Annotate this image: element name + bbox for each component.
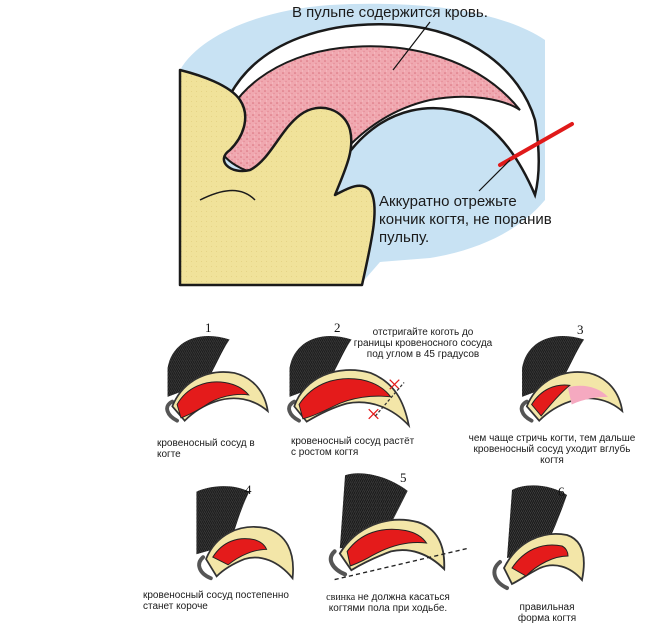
step-1-caption-line-2: когте [157, 449, 181, 460]
step-2-caption-line-1: кровеносный сосуд растёт [291, 436, 415, 447]
step-2-caption-line-2: с ростом когтя [291, 447, 359, 458]
step-3-caption-line-2: кровеносный сосуд уходит вглубь [473, 444, 631, 455]
toe-skin [178, 68, 376, 287]
step-6-claw-illustration [492, 485, 585, 590]
step-4-caption-line-1: кровеносный сосуд постепенно [143, 590, 289, 601]
step-5-caption: свинка не должна касаться когтями пола п… [318, 592, 458, 614]
toe-fold [199, 189, 256, 201]
floor-line [334, 547, 469, 581]
step-1-caption-line-1: кровеносный сосуд в [157, 438, 255, 449]
step-5-number: 5 [400, 470, 407, 485]
cut-markers [368, 379, 405, 420]
step-4-number: 4 [245, 482, 252, 497]
step-6-caption-line-1: правильная [519, 602, 575, 613]
step-6-number: 6 [558, 484, 565, 499]
step-3-caption-line-3: когтя [540, 455, 564, 466]
cut-line [498, 122, 574, 167]
step-2-claw-illustration [287, 335, 411, 429]
step-3-number: 3 [577, 322, 584, 337]
cut-instruction-line-1: Аккуратно отрежьте [379, 193, 517, 210]
step-6-caption-line-2: форма когтя [517, 613, 577, 624]
step-2-note-line-1: отстригайте коготь до [372, 327, 474, 338]
step-3-caption-line-1: чем чаще стричь когти, тем дальше [468, 433, 636, 444]
cut-instruction-line-3: пульпу. [379, 229, 430, 246]
step-5-caption-line-1: свинка не должна касаться [318, 592, 458, 603]
step-3-claw-illustration [519, 335, 624, 423]
step-4-claw-illustration [196, 486, 294, 581]
step-6-caption: правильная форма когтя [512, 602, 582, 624]
step-4-caption-line-2: станет короче [143, 601, 208, 612]
cut-instruction: Аккуратно отрежьте кончик когтя, не пора… [379, 193, 599, 247]
pulp-pointer-line [392, 21, 431, 71]
step-4-caption: кровеносный сосуд постепенно станет коро… [143, 590, 289, 612]
step-2-number: 2 [334, 320, 341, 335]
cut-instruction-line-2: кончик когтя, не поранив [379, 211, 552, 228]
step-1-caption: кровеносный сосуд в когте [157, 438, 255, 460]
step-5-caption-rest: не должна касаться [357, 592, 450, 603]
step-1-claw-illustration [148, 330, 273, 435]
step-2-note: отстригайте коготь до границы кровеносно… [348, 327, 498, 360]
claw-cross-section-illustration [178, 3, 574, 287]
cut-pointer-line [478, 159, 511, 192]
step-5-claw-illustration [328, 473, 469, 581]
step-3-caption: чем чаще стричь когти, тем дальше кровен… [462, 433, 642, 466]
step-2-note-line-3: под углом в 45 градусов [366, 349, 480, 360]
step-2-note-line-2: границы кровеносного сосуда [353, 338, 493, 349]
step-5-caption-line-2: когтями пола при ходьбе. [328, 603, 448, 614]
step-2-caption: кровеносный сосуд растёт с ростом когтя [291, 436, 414, 458]
step-5-caption-word-pig: свинка [326, 592, 358, 603]
pulp-label: В пульпе содержится кровь. [292, 4, 488, 21]
step-1-number: 1 [205, 320, 212, 335]
